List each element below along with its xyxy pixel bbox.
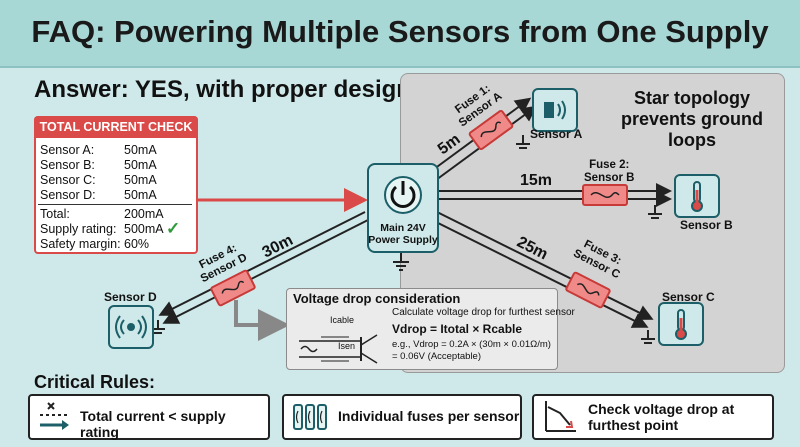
voltage-drop-formula: Vdrop = Itotal × Rcable <box>392 322 523 336</box>
current-circuit-icon <box>299 334 378 364</box>
voltage-drop-panel <box>286 288 558 370</box>
proximity-sensor-icon <box>544 100 566 120</box>
thermometer-icon <box>675 309 687 340</box>
thermometer-icon <box>691 181 703 212</box>
distance-b: 15m <box>520 172 553 189</box>
star-topology-note: Star topology prevents ground loops <box>620 88 763 150</box>
rule-voltage-text: Check voltage drop at furthest point <box>588 401 735 433</box>
fuse-4-icon <box>210 269 256 307</box>
voltage-drop-pointer <box>234 300 290 341</box>
rule-fuses-text: Individual fuses per sensor <box>338 408 520 424</box>
sensor-d-label: Sensor D <box>104 290 157 304</box>
critical-rules-title: Critical Rules: <box>34 372 156 392</box>
signal-sensor-icon <box>115 315 147 339</box>
cable-sensor-d <box>158 211 369 324</box>
voltage-drop-example: e.g., Vdrop = 0.2A × (30m × 0.01Ω/m)= 0.… <box>392 339 551 362</box>
check-mark-icon: ✓ <box>166 219 181 238</box>
sensor-a-label: Sensor A <box>530 127 583 141</box>
fuse-1-icon <box>468 109 514 151</box>
rule-current: Total current < supply rating <box>28 394 270 440</box>
current-check-header: TOTAL CURRENT CHECK <box>34 116 198 138</box>
title-bar <box>0 0 800 68</box>
current-check-panel <box>34 116 198 254</box>
fuses-icon <box>293 404 327 430</box>
check-row-margin: Safety margin:60% <box>40 237 150 251</box>
check-row-sensor-a: Sensor A:50mA <box>40 143 157 157</box>
i-cable-label: Icable <box>330 315 355 325</box>
rule-voltage: Check voltage drop at furthest point <box>532 394 774 440</box>
current-limit-icon <box>40 402 69 430</box>
i-sen-label: Isen <box>338 341 356 351</box>
voltage-drop-subtitle: Calculate voltage drop for furthest sens… <box>392 307 575 318</box>
fuse-2-icon <box>582 184 628 206</box>
cable-sensor-b <box>437 183 672 207</box>
answer-heading: Answer: YES, with proper design <box>34 76 411 103</box>
check-row-total: Total:200mA <box>40 207 164 221</box>
sensor-d <box>108 305 154 349</box>
power-icon <box>384 176 422 214</box>
power-supply <box>367 163 439 253</box>
page-title: FAQ: Powering Multiple Sensors from One … <box>31 14 769 49</box>
sensor-c-label: Sensor C <box>662 290 715 304</box>
voltage-drop-graph-icon <box>545 401 576 432</box>
rule-fuses: Individual fuses per sensor <box>282 394 522 440</box>
check-row-sensor-c: Sensor C:50mA <box>40 173 157 187</box>
rule-current-text: Total current < supply rating <box>80 408 226 440</box>
check-row-sensor-b: Sensor B:50mA <box>40 158 157 172</box>
fuse-2-label: Fuse 2:Sensor B <box>584 159 635 184</box>
sensor-c <box>658 302 704 346</box>
check-row-rating: Supply rating:500mA✓ <box>40 219 181 238</box>
sensor-a <box>532 88 578 132</box>
check-divider <box>38 204 192 205</box>
sensor-b <box>674 174 720 218</box>
check-row-sensor-d: Sensor D:50mA <box>40 188 157 202</box>
fuse-3-icon <box>565 271 611 309</box>
voltage-drop-title: Voltage drop consideration <box>293 291 461 306</box>
sensor-b-label: Sensor B <box>680 218 733 232</box>
cable-sensor-c <box>431 211 654 328</box>
